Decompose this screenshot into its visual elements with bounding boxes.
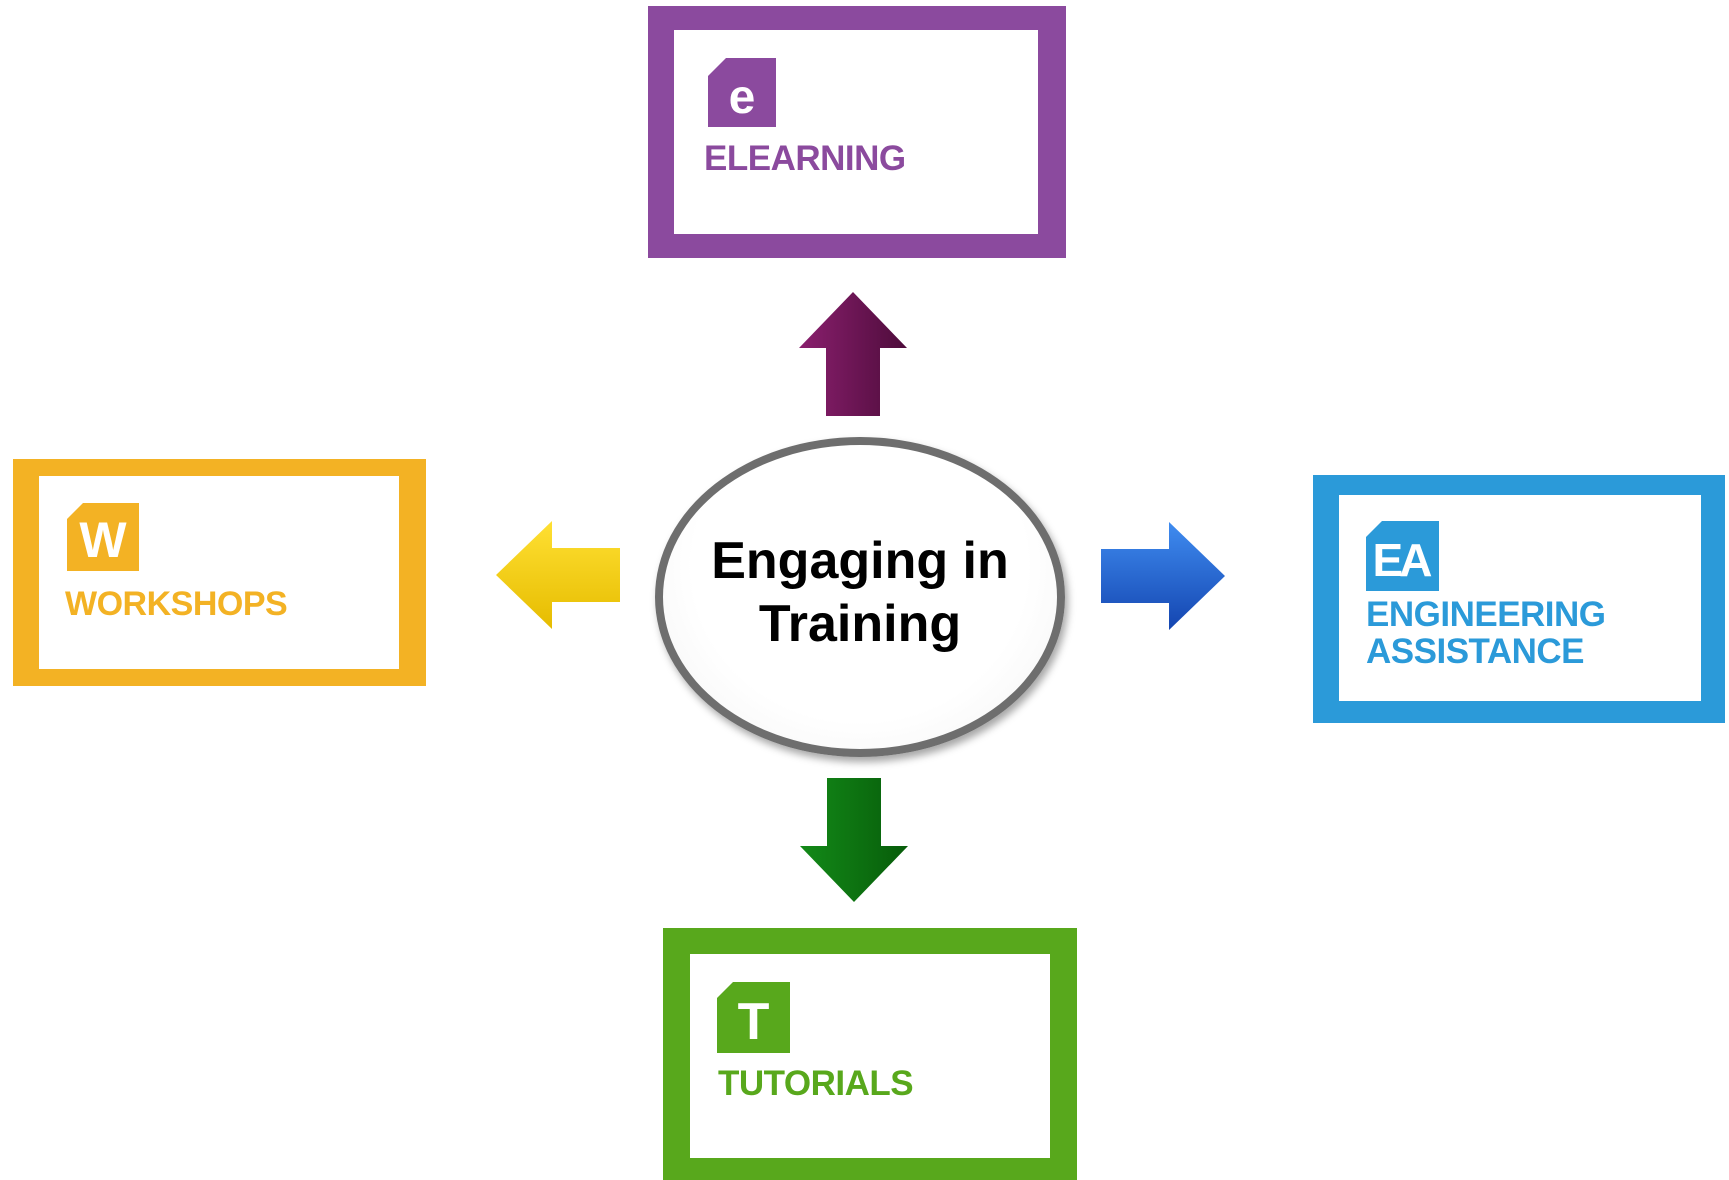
engineering-assistance-card[interactable]: EA ENGINEERING ASSISTANCE (1313, 475, 1725, 723)
t-badge-icon: T (717, 982, 790, 1053)
arrow-right-icon (1101, 522, 1225, 630)
arrow-down-icon (800, 778, 908, 902)
arrow-up-icon (799, 292, 907, 416)
e-badge-icon: e (708, 58, 776, 127)
elearning-label: ELEARNING (704, 139, 906, 178)
engineering-assistance-label: ENGINEERING ASSISTANCE (1366, 595, 1606, 671)
center-ellipse: Engaging in Training (655, 437, 1065, 757)
arrow-left-icon (496, 521, 620, 629)
w-badge-icon: W (67, 503, 139, 571)
ea-badge-icon: EA (1366, 521, 1439, 591)
center-label: Engaging in Training (711, 531, 1009, 653)
elearning-card[interactable]: e ELEARNING (648, 6, 1066, 258)
workshops-card[interactable]: W WORKSHOPS (13, 459, 426, 686)
assistance-label-line2: ASSISTANCE (1366, 631, 1584, 671)
tutorials-label: TUTORIALS (718, 1064, 914, 1103)
tutorials-card[interactable]: T TUTORIALS (663, 928, 1077, 1180)
engineering-label-line1: ENGINEERING (1366, 595, 1606, 634)
workshops-label: WORKSHOPS (65, 585, 288, 623)
